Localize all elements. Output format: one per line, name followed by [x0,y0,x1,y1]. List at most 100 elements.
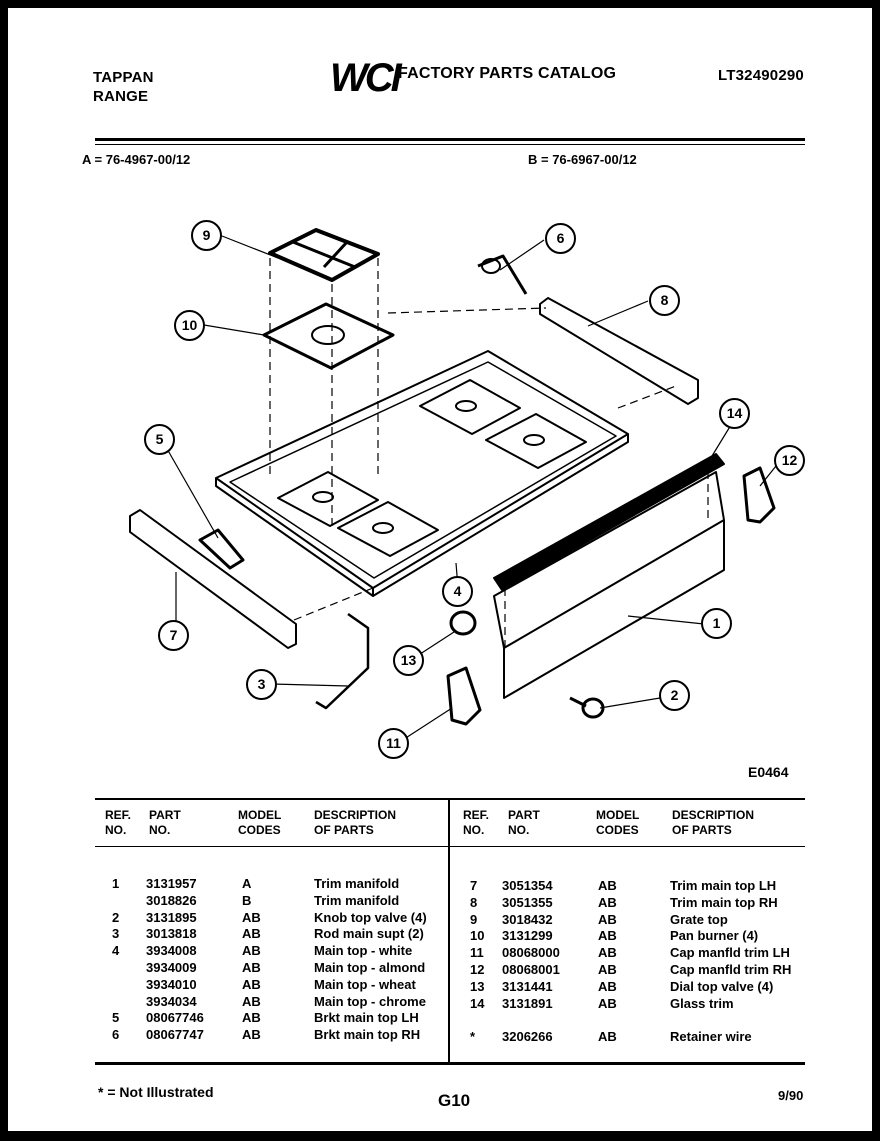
header-rule-thin [95,144,805,145]
row-code: AB [242,976,261,992]
callout-12: 12 [774,445,805,476]
callout-2: 2 [659,680,690,711]
callout-13: 13 [393,645,424,676]
callout-10: 10 [174,310,205,341]
row-code: AB [598,894,617,910]
burner-hole-fl [312,491,334,503]
row-part: 3131895 [146,909,197,925]
pan-burner [262,302,395,370]
row-part: 3018826 [146,892,197,908]
pan-burner-hole [311,325,345,345]
model-code-a: A = 76-4967-00/12 [82,152,191,167]
row-ref: 1 [112,876,120,891]
grate-bars [292,240,356,269]
bracket-rh [477,254,528,295]
row-ref: 9 [470,911,478,927]
row-part: 3051354 [502,878,553,893]
row-desc: Pan burner (4) [670,928,759,944]
leader-lines [161,235,777,744]
row-desc: Glass trim [670,995,734,1011]
row-ref: 11 [470,945,484,961]
table-divider [448,798,450,1062]
callout-5: 5 [144,424,175,455]
row-code: AB [598,995,617,1011]
row-code: AB [598,962,617,977]
table-bottom-rule [95,1062,805,1065]
catalog-title: FACTORY PARTS CATALOG [398,65,617,82]
brand-name: TAPPAN [93,69,154,86]
row-code: AB [242,943,261,959]
row-desc: Main top - wheat [314,976,416,992]
row-ref: 8 [470,894,478,910]
row-part: 08067747 [146,1027,204,1043]
row-code: A [242,876,252,891]
callout-6: 6 [545,223,576,254]
row-desc: Rod main supt (2) [314,926,424,942]
row-ref: 5 [112,1010,120,1026]
row-part: 3131891 [502,995,553,1011]
row-desc: Cap manfld trim RH [670,962,792,977]
row-code: AB [242,1010,261,1026]
row-desc: Cap manfld trim LH [670,945,790,961]
product-name: RANGE [93,88,149,105]
row-part: 3051355 [502,894,553,910]
row-part: 3934010 [146,976,197,992]
callout-3: 3 [246,669,277,700]
row-code: AB [598,878,617,893]
burner-hole-bl [455,400,477,412]
row-ref: * [470,1029,476,1045]
trim-manifold-front [503,520,725,699]
main-top-inner [229,361,617,579]
burner-well-back-right [485,413,587,469]
row-part: 08067746 [146,1010,204,1026]
row-ref: 3 [112,926,120,942]
cap-manifold-lh [446,666,482,726]
row-part: 3131957 [146,876,197,891]
wci-logo: WCI [330,56,402,100]
callout-7: 7 [158,620,189,651]
glass-trim [493,453,725,591]
row-code: AB [598,928,617,944]
dial-part [449,610,477,636]
row-code: AB [242,909,261,925]
brand-block: TAPPAN RANGE [93,68,154,106]
burner-hole-fr [372,522,394,534]
main-top-edge-right [372,434,629,597]
cap-manifold-rh [742,466,776,524]
burner-well-back-left [419,379,521,435]
row-ref: 14 [470,995,485,1011]
row-desc: Main top - chrome [314,993,426,1009]
header-rule-thick [95,138,805,141]
row-desc: Brkt main top LH [314,1010,419,1026]
row-code: AB [242,993,261,1009]
row-ref: 13 [470,978,485,994]
main-top-edge-front [215,478,374,597]
row-code: AB [598,945,617,961]
callout-14: 14 [719,398,750,429]
not-illustrated-note: * = Not Illustrated [98,1084,214,1100]
row-part: 3934008 [146,943,197,959]
row-desc: Trim manifold [314,892,400,908]
callout-11: 11 [378,728,409,759]
burner-hole-br [523,434,545,446]
row-desc: Knob top valve (4) [314,909,427,925]
table-header-rule [95,846,805,847]
row-desc: Trim manifold [314,876,400,891]
row-ref: 2 [112,909,120,925]
burner-well-front-right [337,501,439,557]
row-desc: Main top - almond [314,960,426,975]
model-code-b: B = 76-6967-00/12 [528,152,637,167]
callout-8: 8 [649,285,680,316]
row-ref: 6 [112,1027,120,1043]
row-desc: Dial top valve (4) [670,978,774,994]
row-ref: 4 [112,943,120,959]
table-top-rule [95,798,805,800]
row-part: 3013818 [146,926,197,942]
row-part: 3934034 [146,993,197,1009]
row-code: AB [242,926,261,942]
page-number: G10 [438,1091,471,1110]
